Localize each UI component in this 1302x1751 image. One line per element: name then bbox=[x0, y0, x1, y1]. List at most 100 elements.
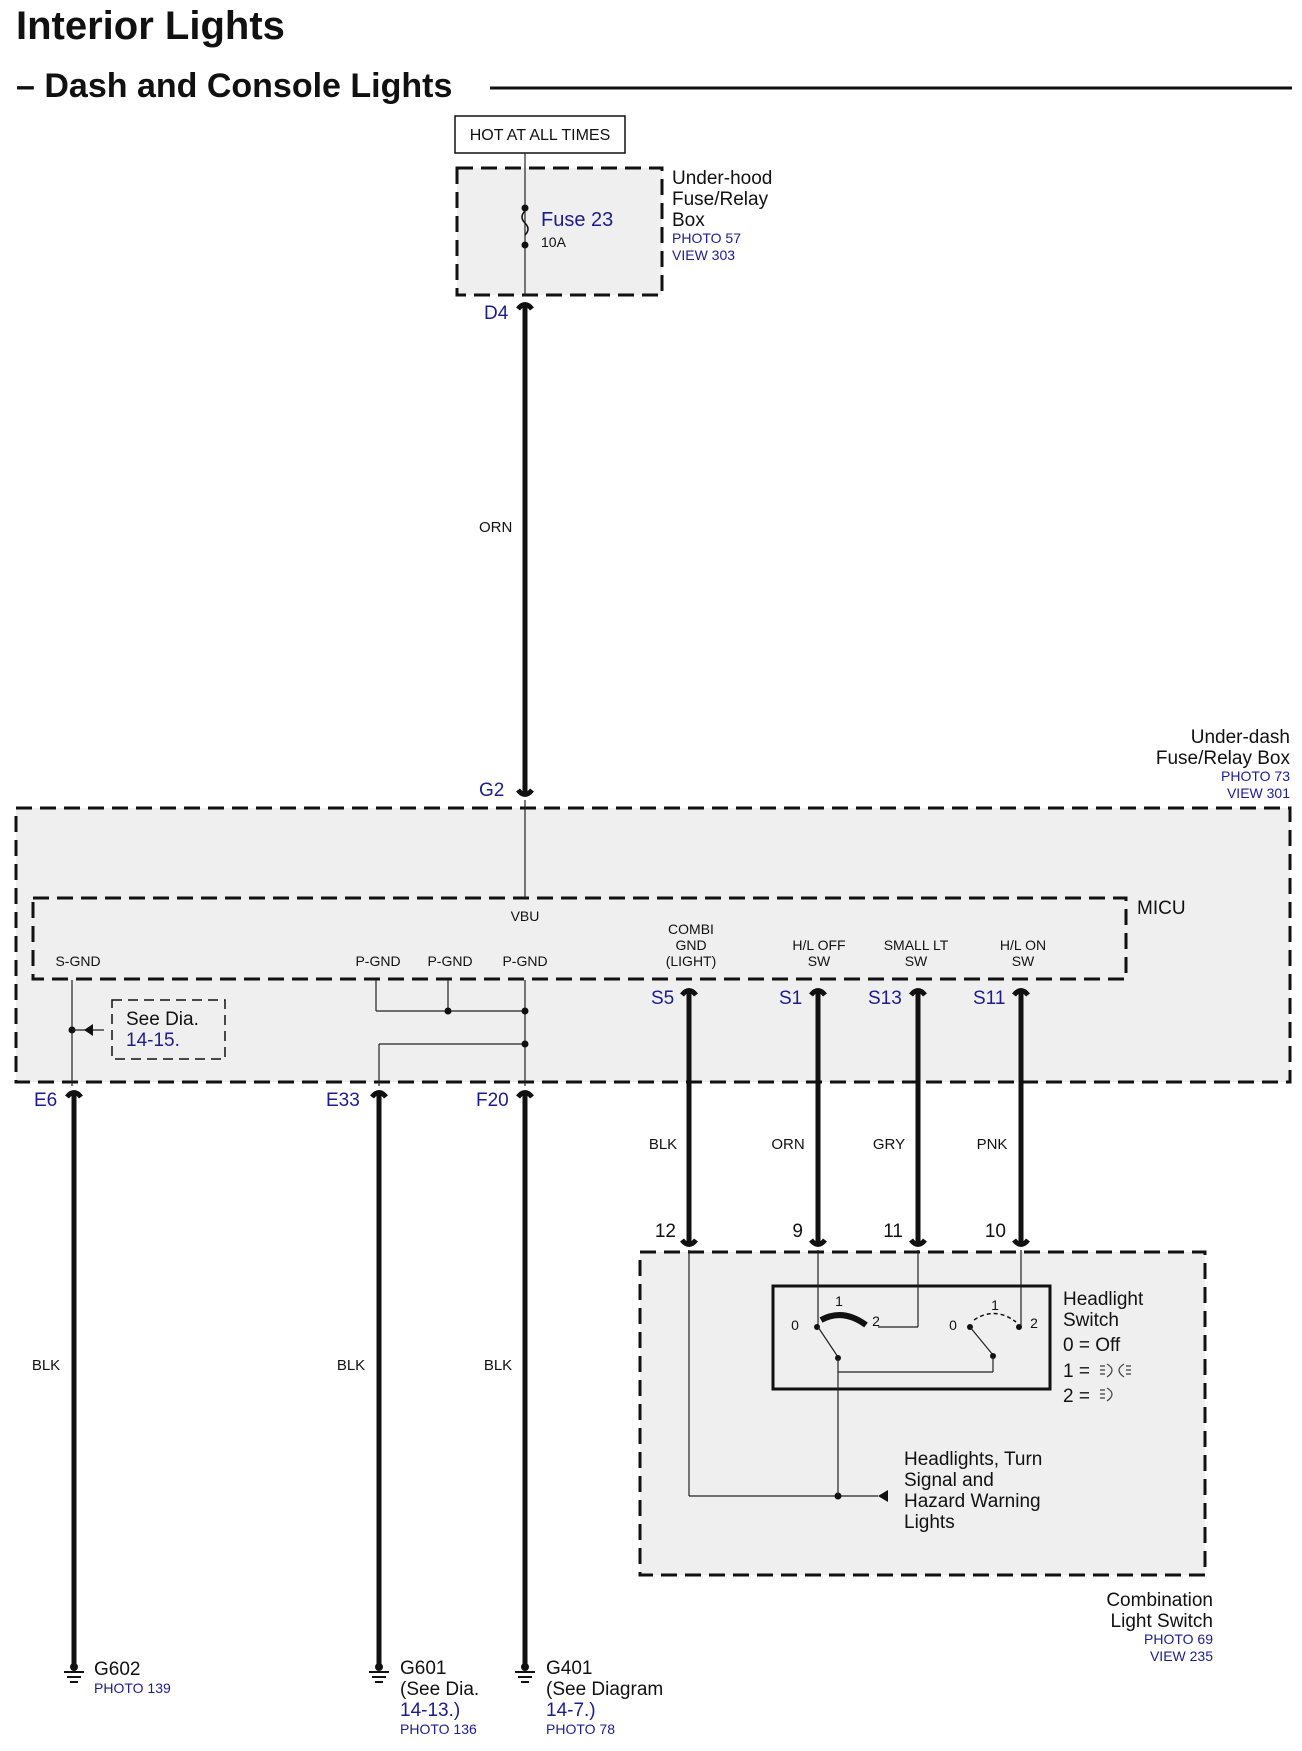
underdash-box-name-2: Fuse/Relay Box bbox=[1156, 748, 1291, 769]
micu-label: MICU bbox=[1137, 898, 1186, 919]
underhood-box-name-2: Fuse/Relay bbox=[672, 189, 769, 210]
connector-e6-cap bbox=[65, 1090, 83, 1099]
switch-a-pos-2: 2 bbox=[872, 1313, 880, 1329]
underdash-fuse-box bbox=[14, 806, 1292, 1084]
micu-hl-off-2: SW bbox=[808, 953, 831, 969]
combo-note-4: Lights bbox=[904, 1512, 955, 1533]
terminal-d4: D4 bbox=[484, 303, 509, 324]
combination-switch-name-2: Light Switch bbox=[1111, 1611, 1213, 1632]
ground-g601-photo: PHOTO 136 bbox=[400, 1721, 477, 1737]
pin-10-label: 10 bbox=[985, 1221, 1006, 1242]
headlight-switch-box bbox=[771, 1284, 1052, 1391]
switch-b-lever bbox=[969, 1326, 994, 1356]
fuse-node-bottom bbox=[521, 241, 529, 249]
see-dia-box bbox=[111, 999, 226, 1060]
terminal-f20: F20 bbox=[476, 1090, 509, 1111]
connector-12-cap bbox=[680, 1238, 698, 1247]
ground-g401-name: G401 bbox=[546, 1658, 592, 1679]
page-title: Interior Lights bbox=[16, 4, 285, 48]
fuse-icon bbox=[521, 210, 529, 236]
headlight-legend-2: 2 = bbox=[1063, 1386, 1090, 1407]
headlights-icon bbox=[1100, 1387, 1113, 1402]
hot-at-all-times-label: HOT AT ALL TIMES bbox=[470, 127, 611, 144]
headlight-legend-1: 1 = bbox=[1063, 1361, 1090, 1382]
combo-note-3: Hazard Warning bbox=[904, 1491, 1041, 1512]
micu-small-lt-2: SW bbox=[905, 953, 928, 969]
switch-b-contact-2 bbox=[1016, 1324, 1022, 1330]
micu-combi-gnd-3: (LIGHT) bbox=[666, 953, 717, 969]
switch-b-pos-2: 2 bbox=[1030, 1315, 1038, 1331]
connector-g2-cap bbox=[516, 788, 534, 797]
switch-b-pos-0: 0 bbox=[949, 1317, 957, 1333]
combo-note-2: Signal and bbox=[904, 1470, 994, 1491]
p-gnd-junction-3 bbox=[521, 1040, 529, 1048]
micu-box bbox=[31, 896, 1128, 981]
wire-color-e6: BLK bbox=[32, 1357, 60, 1374]
wire-color-e33: BLK bbox=[337, 1357, 365, 1374]
underdash-box-photo: PHOTO 73 bbox=[1221, 768, 1290, 784]
connector-9-cap bbox=[809, 1238, 827, 1247]
connector-e33-cap bbox=[370, 1090, 388, 1099]
micu-hl-on-1: H/L ON bbox=[1000, 937, 1046, 953]
pin-12-label: 12 bbox=[655, 1221, 676, 1242]
ground-g401-photo: PHOTO 78 bbox=[546, 1721, 615, 1737]
connector-s13-cap bbox=[909, 988, 927, 997]
switch-b-pos-1: 1 bbox=[991, 1297, 999, 1313]
micu-vbu-label: VBU bbox=[511, 908, 540, 924]
micu-hl-off-1: H/L OFF bbox=[792, 937, 845, 953]
ground-g601-line-1: (See Dia. bbox=[400, 1679, 479, 1700]
micu-p-gnd-label-2: P-GND bbox=[427, 953, 472, 969]
ground-g602-photo: PHOTO 139 bbox=[94, 1680, 171, 1696]
wire-color-s5: BLK bbox=[649, 1136, 677, 1153]
wire-color-s13: GRY bbox=[873, 1136, 905, 1153]
headlight-switch-name-2: Switch bbox=[1063, 1310, 1119, 1331]
see-dia-ref: 14-15. bbox=[126, 1030, 180, 1051]
p-gnd-junction-1 bbox=[444, 1007, 452, 1015]
ground-icon-g401 bbox=[515, 1663, 535, 1683]
connector-s1-cap bbox=[809, 988, 827, 997]
terminal-s1: S1 bbox=[779, 988, 802, 1009]
wire-color-f20: BLK bbox=[484, 1357, 512, 1374]
underhood-box-view: VIEW 303 bbox=[672, 247, 735, 263]
combo-note-1: Headlights, Turn bbox=[904, 1449, 1042, 1470]
connector-s5-cap bbox=[680, 988, 698, 997]
micu-combi-gnd-1: COMBI bbox=[668, 921, 714, 937]
micu-small-lt-1: SMALL LT bbox=[884, 937, 949, 953]
see-dia-text: See Dia. bbox=[126, 1009, 199, 1030]
fuse-node-top bbox=[521, 204, 529, 212]
terminal-e6: E6 bbox=[34, 1090, 57, 1111]
ground-g601-name: G601 bbox=[400, 1658, 446, 1679]
terminal-s5: S5 bbox=[651, 988, 674, 1009]
wire-color-d4-g2: ORN bbox=[479, 519, 512, 536]
underhood-box-name-1: Under-hood bbox=[672, 168, 772, 189]
wire-color-s11: PNK bbox=[977, 1136, 1008, 1153]
ground-g602-name: G602 bbox=[94, 1659, 140, 1680]
connector-s11-cap bbox=[1012, 988, 1030, 997]
terminal-g2: G2 bbox=[479, 780, 504, 801]
micu-combi-gnd-2: GND bbox=[675, 937, 706, 953]
ground-g601-line-2: 14-13.) bbox=[400, 1700, 460, 1721]
connector-f20-cap bbox=[516, 1090, 534, 1099]
underhood-fuse-box bbox=[455, 166, 664, 297]
switch-a-wiper bbox=[819, 1312, 868, 1328]
parking-lights-icon bbox=[1100, 1363, 1131, 1378]
pin-11-label: 11 bbox=[883, 1221, 903, 1242]
pin-9-label: 9 bbox=[792, 1221, 803, 1242]
terminal-s13: S13 bbox=[868, 988, 902, 1009]
ground-return-arrow-icon bbox=[878, 1490, 888, 1502]
combination-switch-view: VIEW 235 bbox=[1150, 1648, 1213, 1664]
fuse-23-label: Fuse 23 bbox=[541, 209, 613, 231]
switch-a-pos-0: 0 bbox=[791, 1317, 799, 1333]
terminal-e33: E33 bbox=[326, 1090, 360, 1111]
combination-switch-photo: PHOTO 69 bbox=[1144, 1631, 1213, 1647]
see-dia-arrow-icon bbox=[84, 1024, 93, 1036]
combination-switch-name-1: Combination bbox=[1106, 1590, 1213, 1611]
ground-icon-g602 bbox=[64, 1663, 84, 1683]
headlight-switch-name-1: Headlight bbox=[1063, 1289, 1144, 1310]
p-gnd-junction-2 bbox=[521, 1007, 529, 1015]
ground-g401-line-2: 14-7.) bbox=[546, 1700, 596, 1721]
headlight-legend-off: 0 = Off bbox=[1063, 1335, 1121, 1356]
connector-11-cap bbox=[909, 1238, 927, 1247]
switch-a-pos-1: 1 bbox=[835, 1293, 843, 1309]
underdash-box-name-1: Under-dash bbox=[1191, 727, 1290, 748]
